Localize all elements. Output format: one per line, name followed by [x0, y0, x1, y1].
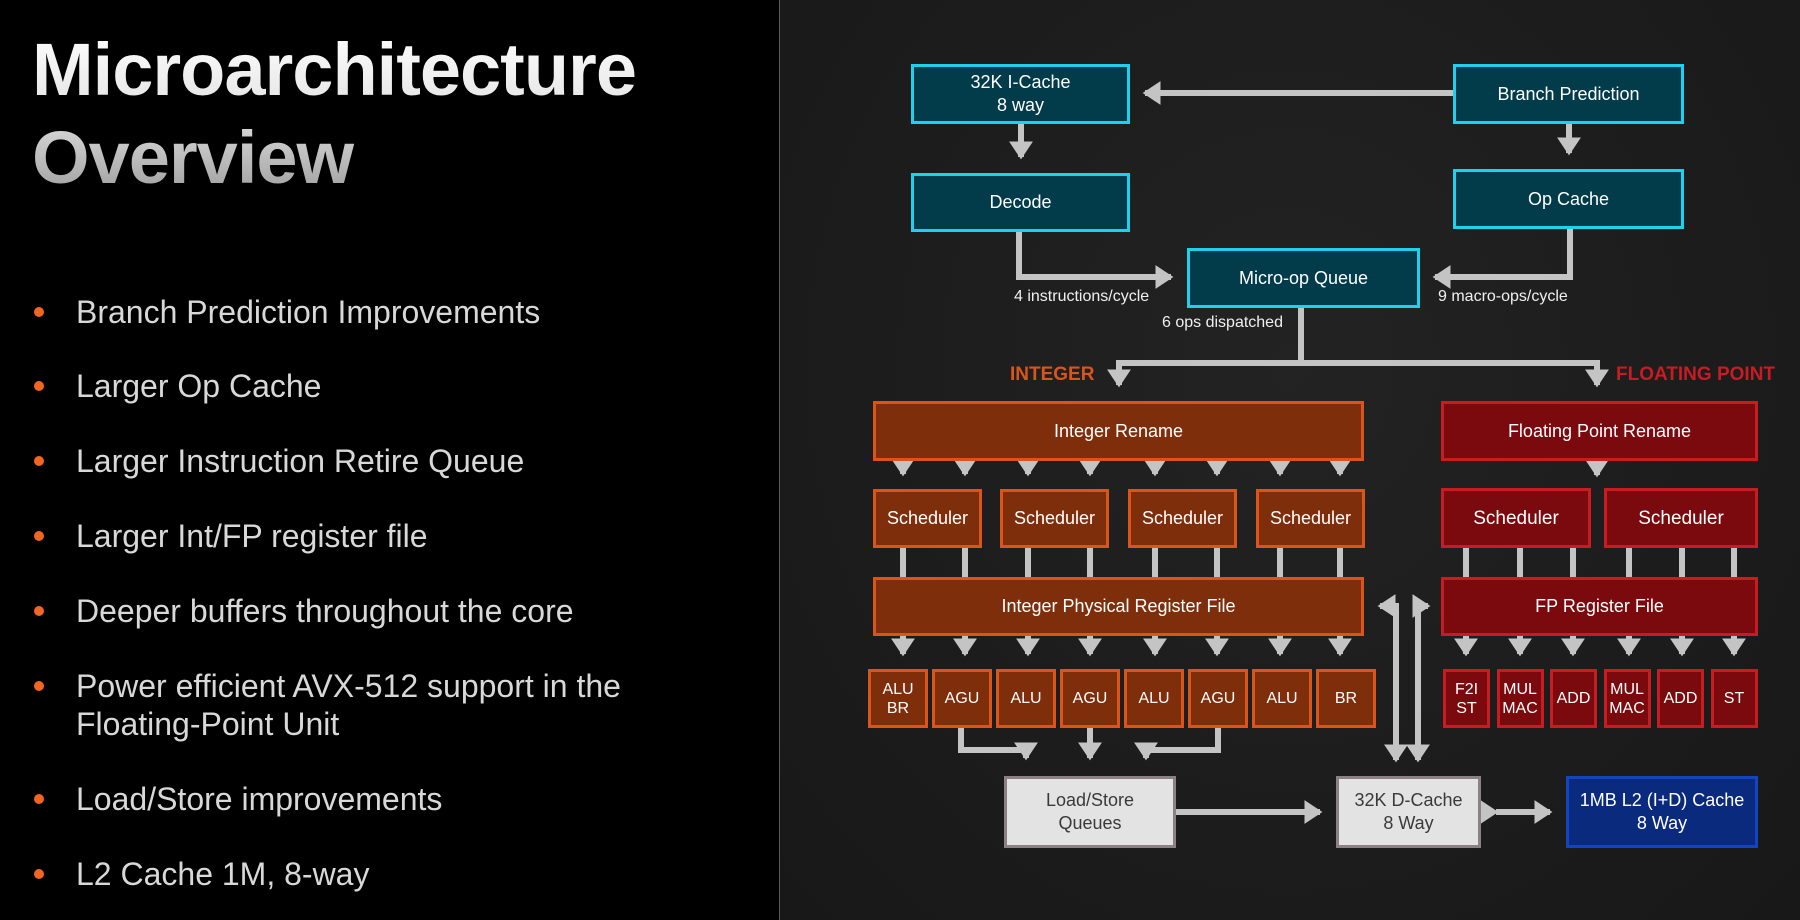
bullet-item: Larger Op Cache [34, 367, 696, 405]
integer-rename-box: Integer Rename [873, 401, 1364, 461]
integer-execution-unit: AGU [1060, 669, 1120, 728]
bullet-dot-icon [34, 681, 44, 691]
title-line-1: Microarchitecture [32, 28, 636, 111]
micro-op-queue-box: Micro-op Queue [1187, 248, 1420, 308]
int-scheduler-box: Scheduler [1128, 489, 1237, 548]
bullet-dot-icon [34, 531, 44, 541]
bullet-item: Larger Instruction Retire Queue [34, 442, 696, 480]
branch-prediction-box: Branch Prediction [1453, 64, 1684, 124]
bullet-dot-icon [34, 381, 44, 391]
integer-execution-unit: AGU [932, 669, 992, 728]
floating_point-execution-unit: ST [1710, 669, 1758, 728]
fp-rename-box: Floating Point Rename [1441, 401, 1758, 461]
bullet-dot-icon [34, 794, 44, 804]
int-scheduler-box: Scheduler [873, 489, 982, 548]
panel-divider [779, 0, 780, 920]
integer-execution-unit: AGU [1188, 669, 1248, 728]
decode-rate-label: 4 instructions/cycle [1014, 288, 1150, 305]
bullet-dot-icon [34, 456, 44, 466]
bullet-item: Load/Store improvements [34, 780, 696, 818]
integer-execution-unit: ALU [1124, 669, 1184, 728]
integer-execution-unit: ALU [1252, 669, 1312, 728]
bullet-item: L2 Cache 1M, 8-way [34, 855, 696, 893]
fp-scheduler-box: Scheduler [1441, 488, 1591, 548]
slide-title: Microarchitecture Overview [32, 26, 636, 202]
bullet-item: Power efficient AVX-512 support in the F… [34, 667, 696, 743]
integer-section-label: INTEGER [1010, 364, 1095, 385]
bullet-item: Larger Int/FP register file [34, 517, 696, 555]
decode-box: Decode [911, 173, 1130, 232]
floating_point-execution-unit: ADD [1550, 669, 1597, 728]
integer-execution-unit: ALU [996, 669, 1056, 728]
floating_point-execution-unit: ADD [1657, 669, 1704, 728]
integer-register-file-box: Integer Physical Register File [873, 577, 1364, 636]
op-cache-box: Op Cache [1453, 169, 1684, 229]
op-cache-rate-label: 9 macro-ops/cycle [1438, 288, 1568, 305]
title-line-2: Overview [32, 116, 354, 199]
left-panel: Microarchitecture Overview Branch Predic… [0, 0, 779, 920]
integer-execution-unit: BR [1316, 669, 1376, 728]
int-scheduler-box: Scheduler [1256, 489, 1365, 548]
bullet-dot-icon [34, 307, 44, 317]
bullet-dot-icon [34, 606, 44, 616]
fp-scheduler-box: Scheduler [1604, 488, 1758, 548]
dispatch-label: 6 ops dispatched [1162, 314, 1283, 331]
bullet-dot-icon [34, 869, 44, 879]
fp-section-label: FLOATING POINT [1616, 364, 1776, 385]
bullet-item: Deeper buffers throughout the core [34, 592, 696, 630]
bullet-item: Branch Prediction Improvements [34, 293, 696, 331]
fp-register-file-box: FP Register File [1441, 577, 1758, 636]
int-scheduler-box: Scheduler [1000, 489, 1109, 548]
